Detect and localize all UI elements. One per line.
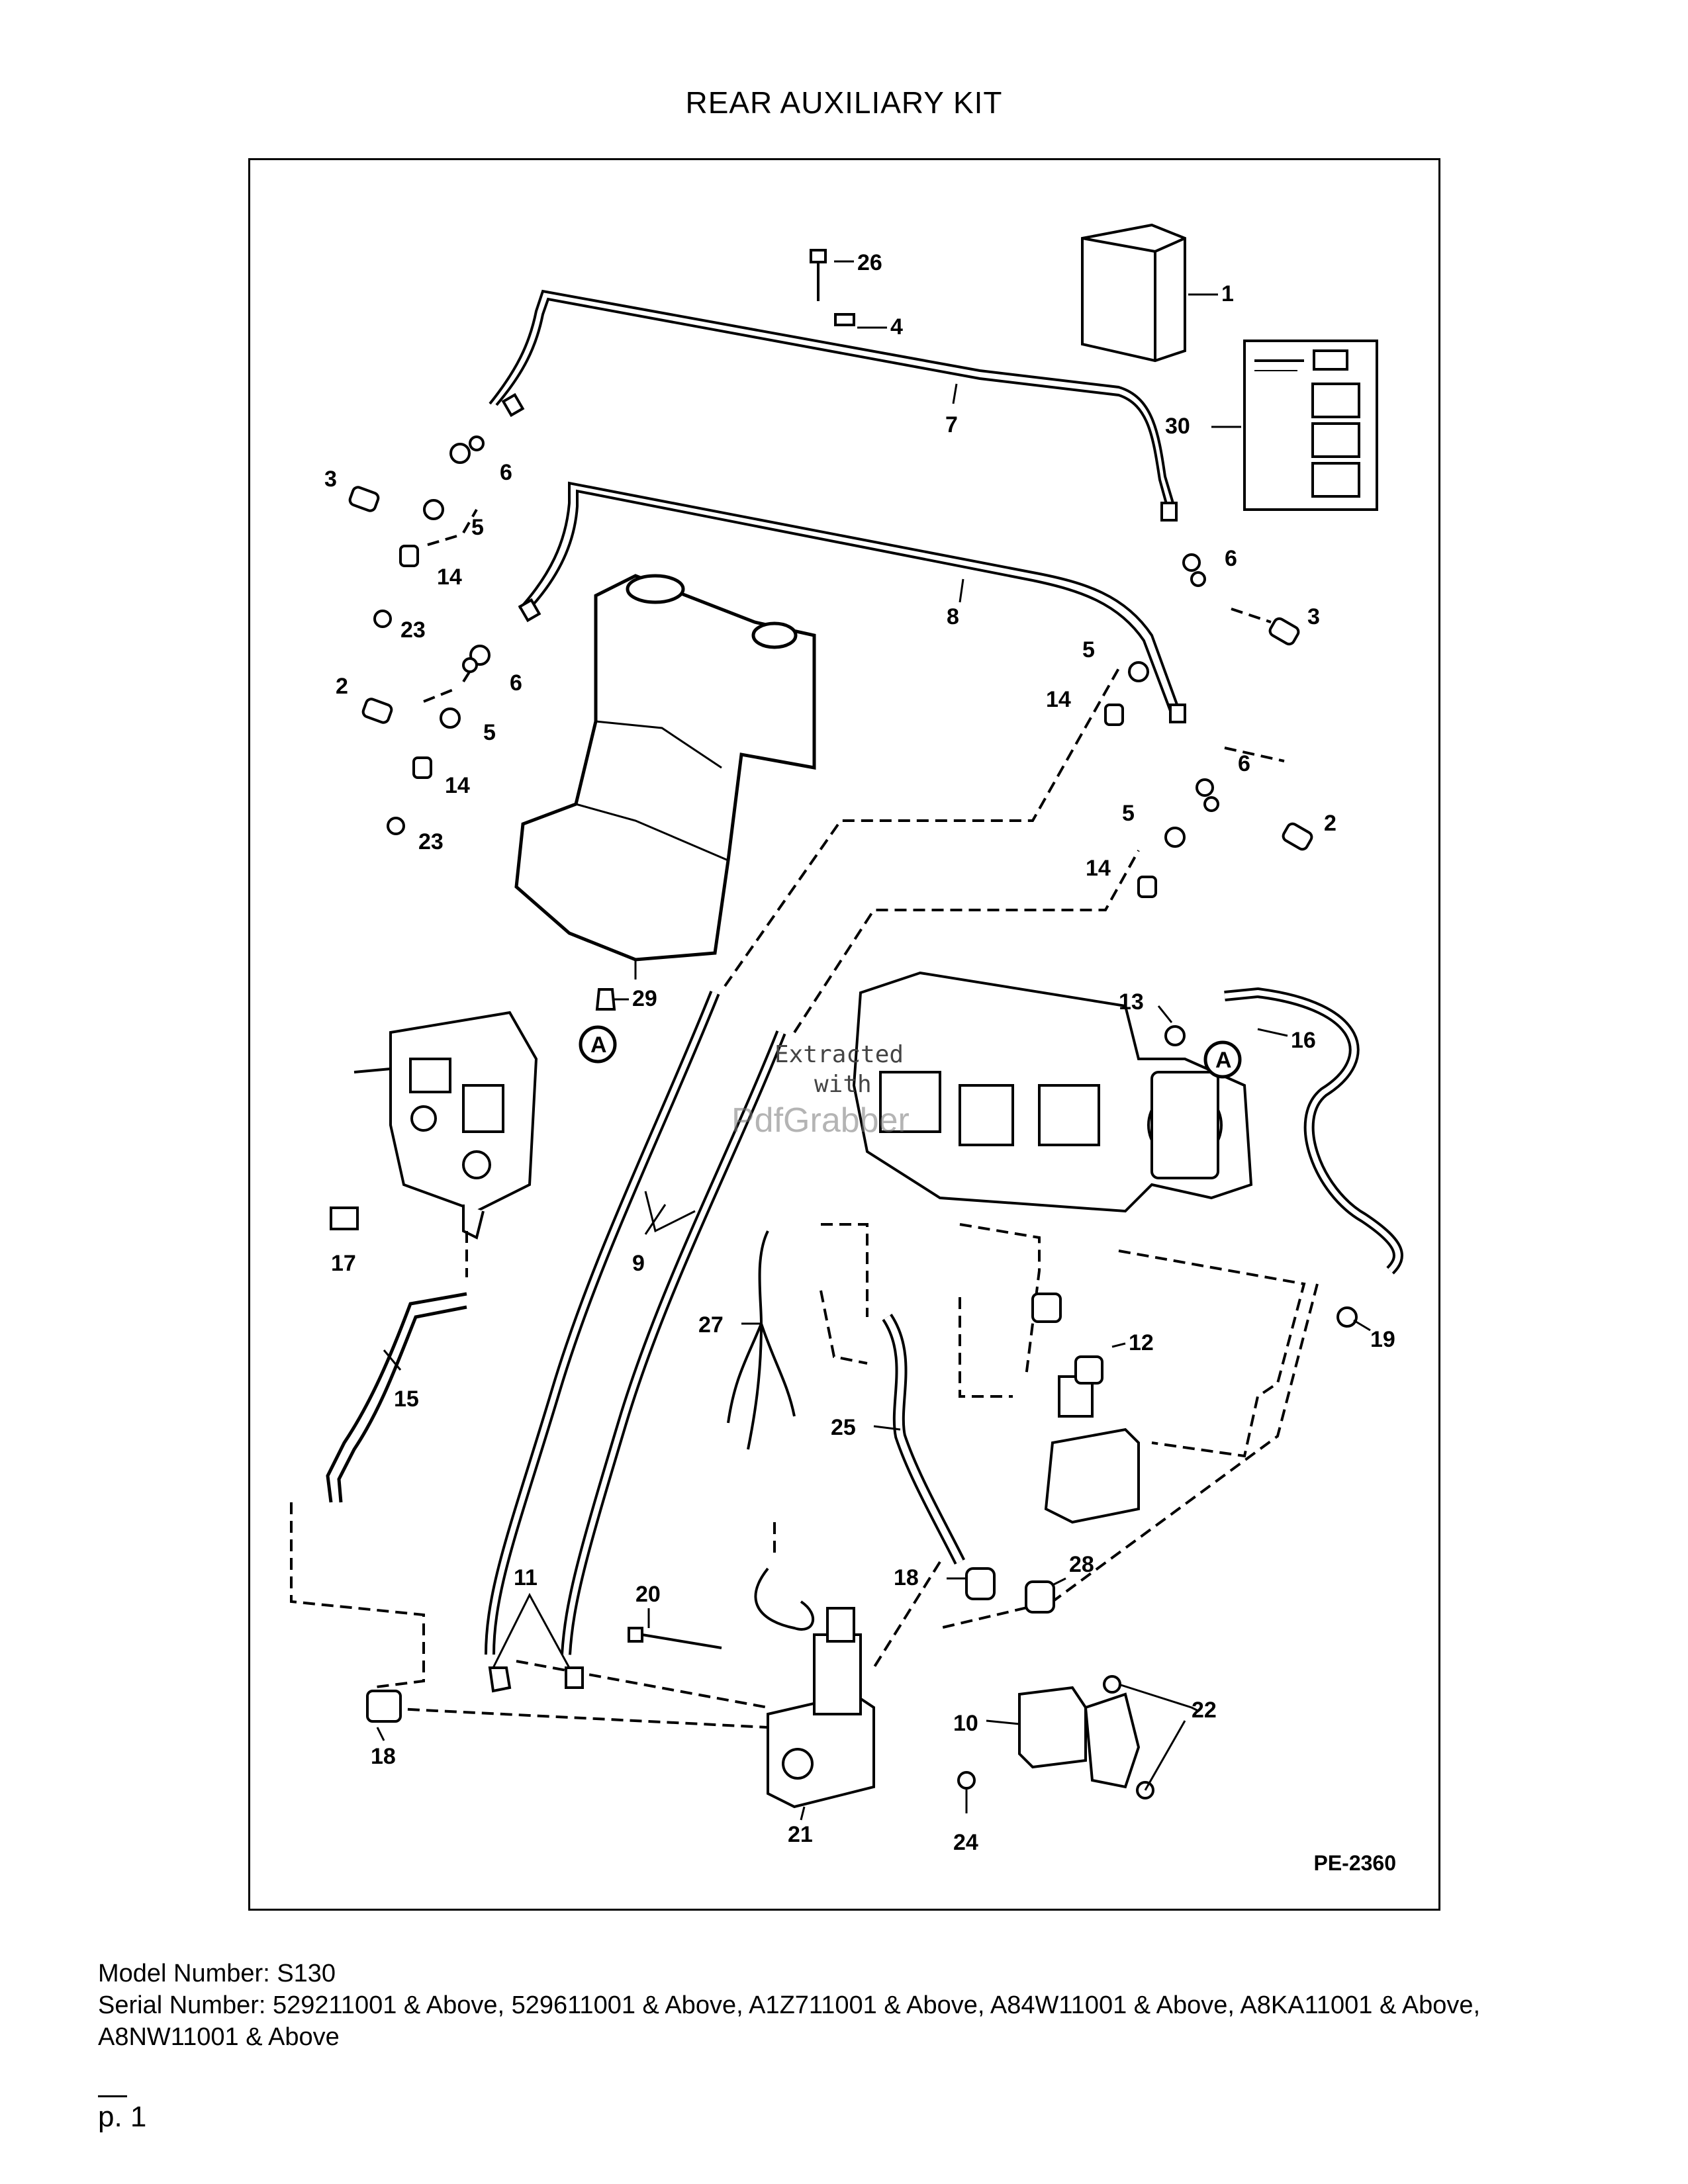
callout-19: 19 bbox=[1370, 1327, 1395, 1352]
callout-5: 5 bbox=[483, 720, 496, 745]
callout-22: 22 bbox=[1192, 1698, 1217, 1723]
reference-circle-a-tank bbox=[579, 1025, 617, 1064]
callout-28: 28 bbox=[1069, 1552, 1094, 1577]
callout-14: 14 bbox=[445, 773, 470, 798]
valve-block-21 bbox=[767, 1607, 875, 1809]
callout-9: 9 bbox=[632, 1251, 645, 1276]
callout-30: 30 bbox=[1165, 414, 1190, 439]
callout-5: 5 bbox=[1122, 801, 1135, 826]
hydraulic-tank bbox=[514, 574, 816, 979]
callout-20: 20 bbox=[635, 1582, 661, 1607]
watermark-line: with bbox=[814, 1071, 872, 1098]
footer-rule bbox=[98, 2095, 127, 2097]
diagram-frame: PE-2360 bbox=[248, 158, 1440, 1911]
page-title: REAR AUXILIARY KIT bbox=[685, 85, 1003, 120]
callout-8: 8 bbox=[947, 604, 959, 629]
serial-number: Serial Number: 529211001 & Above, 529611… bbox=[98, 1991, 1481, 2051]
page-number: p. 1 bbox=[98, 2101, 147, 2133]
callout-5: 5 bbox=[471, 515, 484, 540]
callout-2: 2 bbox=[336, 674, 348, 699]
exploded-parts-diagram: A A 1 30 26 4 7 8 3 6 bbox=[290, 223, 1403, 1855]
instruction-sheet-30 bbox=[1243, 340, 1378, 511]
callout-18: 18 bbox=[894, 1565, 919, 1590]
callout-25: 25 bbox=[831, 1415, 856, 1440]
watermark-brand: PdfGrabber bbox=[731, 1101, 910, 1140]
hose-25 bbox=[882, 1314, 966, 1565]
hose-9 bbox=[485, 991, 786, 1655]
callout-2: 2 bbox=[1324, 811, 1336, 836]
tube-7 bbox=[489, 289, 1176, 510]
callout-7: 7 bbox=[945, 412, 958, 437]
callout-10: 10 bbox=[953, 1711, 978, 1736]
callout-4: 4 bbox=[890, 314, 903, 340]
callout-1: 1 bbox=[1221, 281, 1234, 306]
footer: Model Number: S130 Serial Number: 529211… bbox=[98, 1958, 1587, 2053]
callout-6: 6 bbox=[500, 460, 512, 485]
callout-26: 26 bbox=[857, 250, 882, 275]
callout-27: 27 bbox=[698, 1312, 724, 1338]
bracket-10 bbox=[1018, 1686, 1141, 1789]
callout-17: 17 bbox=[331, 1251, 356, 1276]
callout-3: 3 bbox=[1307, 604, 1320, 629]
reference-circle-a-pump bbox=[1203, 1040, 1242, 1079]
callout-14: 14 bbox=[1086, 856, 1111, 881]
callout-3: 3 bbox=[324, 467, 337, 492]
bolt-26 bbox=[810, 249, 855, 326]
callout-14: 14 bbox=[1046, 687, 1071, 712]
bolt-20 bbox=[628, 1627, 722, 1649]
circle-a-label: A bbox=[590, 1032, 607, 1058]
callout-15: 15 bbox=[394, 1387, 419, 1412]
tube-15 bbox=[326, 1292, 467, 1503]
callout-5: 5 bbox=[1082, 637, 1095, 662]
model-number: Model Number: S130 bbox=[98, 1960, 336, 1987]
hose-16 bbox=[1224, 987, 1403, 1275]
callout-16: 16 bbox=[1291, 1028, 1316, 1053]
pump-assembly bbox=[852, 971, 1253, 1213]
manifold-28 bbox=[1044, 1375, 1140, 1524]
diagram-code: PE-2360 bbox=[1313, 1851, 1396, 1875]
callout-6: 6 bbox=[1238, 751, 1250, 776]
control-valve bbox=[353, 1011, 538, 1240]
callout-6: 6 bbox=[1225, 546, 1237, 571]
callout-29: 29 bbox=[632, 986, 657, 1011]
fittings bbox=[330, 392, 1358, 1799]
callout-11: 11 bbox=[514, 1565, 538, 1590]
harness-27 bbox=[727, 1230, 815, 1631]
tube-8 bbox=[518, 481, 1180, 709]
watermark-line: Extracted bbox=[774, 1041, 904, 1068]
callout-24: 24 bbox=[953, 1830, 978, 1855]
callout-23: 23 bbox=[400, 617, 426, 643]
callout-14: 14 bbox=[437, 565, 462, 590]
circle-a-label: A bbox=[1215, 1048, 1232, 1073]
callout-18: 18 bbox=[371, 1744, 396, 1769]
callout-23: 23 bbox=[418, 829, 444, 854]
callout-13: 13 bbox=[1119, 989, 1144, 1015]
callout-6: 6 bbox=[510, 670, 522, 696]
callout-12: 12 bbox=[1129, 1330, 1154, 1355]
callout-21: 21 bbox=[788, 1822, 813, 1847]
kit-box-1 bbox=[1081, 223, 1186, 363]
